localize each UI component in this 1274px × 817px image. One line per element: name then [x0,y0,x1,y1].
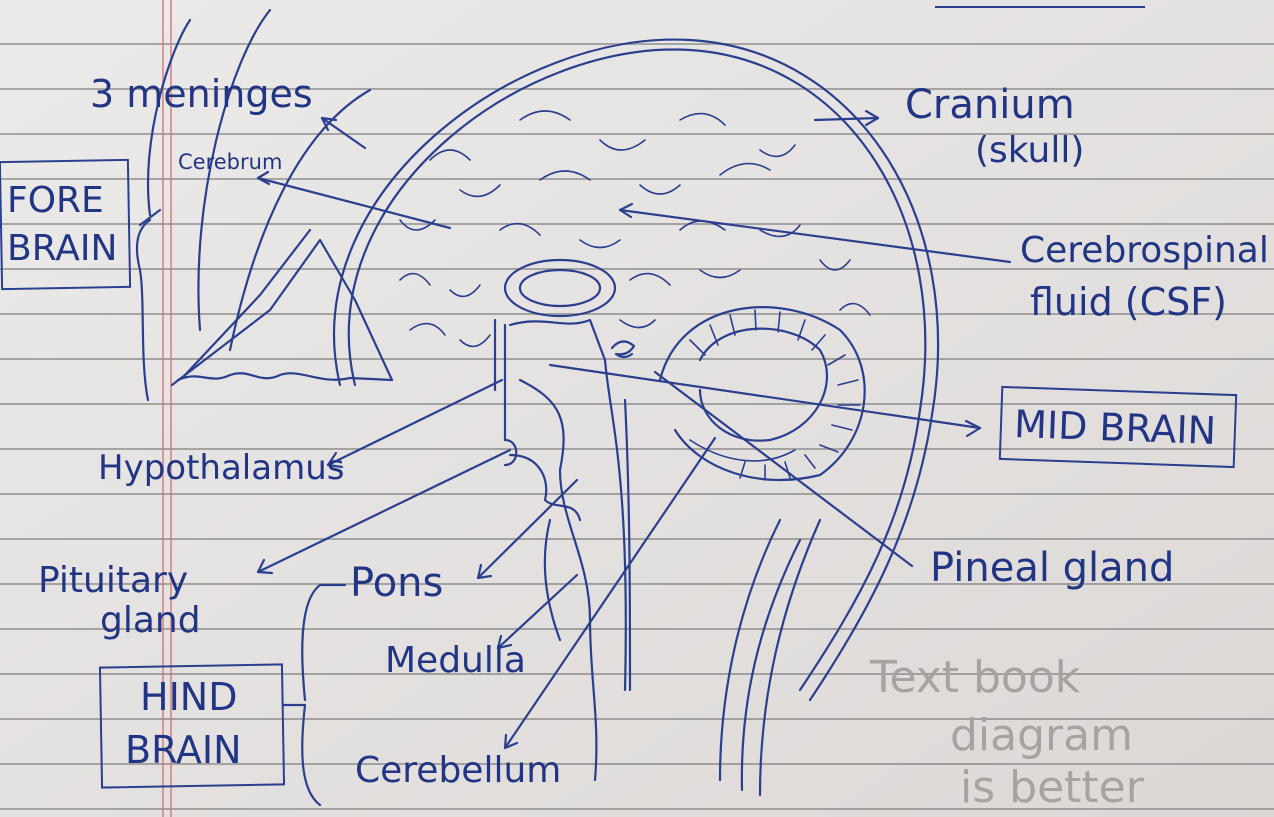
label-gland: gland [100,600,201,641]
label-mid-brain: MID BRAIN [1013,402,1216,453]
label-pineal-gland: Pineal gland [930,545,1174,591]
label-fluid-csf: fluid (CSF) [1030,280,1227,324]
note-is-better: is better [960,762,1144,813]
note-diagram: diagram [950,710,1133,761]
label-skull: (skull) [975,130,1084,171]
label-medulla: Medulla [385,640,526,681]
label-fore-brain: BRAIN [7,228,117,269]
note-text-book: Text book [870,652,1080,703]
spinal-lines [720,520,820,795]
label-cranium: Cranium [905,82,1075,128]
label-3-meninges: 3 meninges [90,72,313,116]
label-cerebrospinal: Cerebrospinal [1020,230,1269,271]
meninges-wedge [172,230,392,385]
label-hind-brain: BRAIN [125,728,242,772]
label-pituitary: Pituitary [38,560,188,601]
hind-brain-bracket [283,585,345,805]
label-cerebellum: Cerebellum [355,750,561,791]
pineal-gland [612,341,634,357]
label-hind: HIND [140,675,237,719]
brainstem [495,320,630,780]
label-fore: FORE [7,180,104,221]
label-pons: Pons [350,560,443,606]
fore-brain-box [0,159,131,290]
label-hypothalamus: Hypothalamus [98,448,344,488]
corpus-callosum [505,260,615,316]
label-cerebrum: Cerebrum [178,150,282,174]
